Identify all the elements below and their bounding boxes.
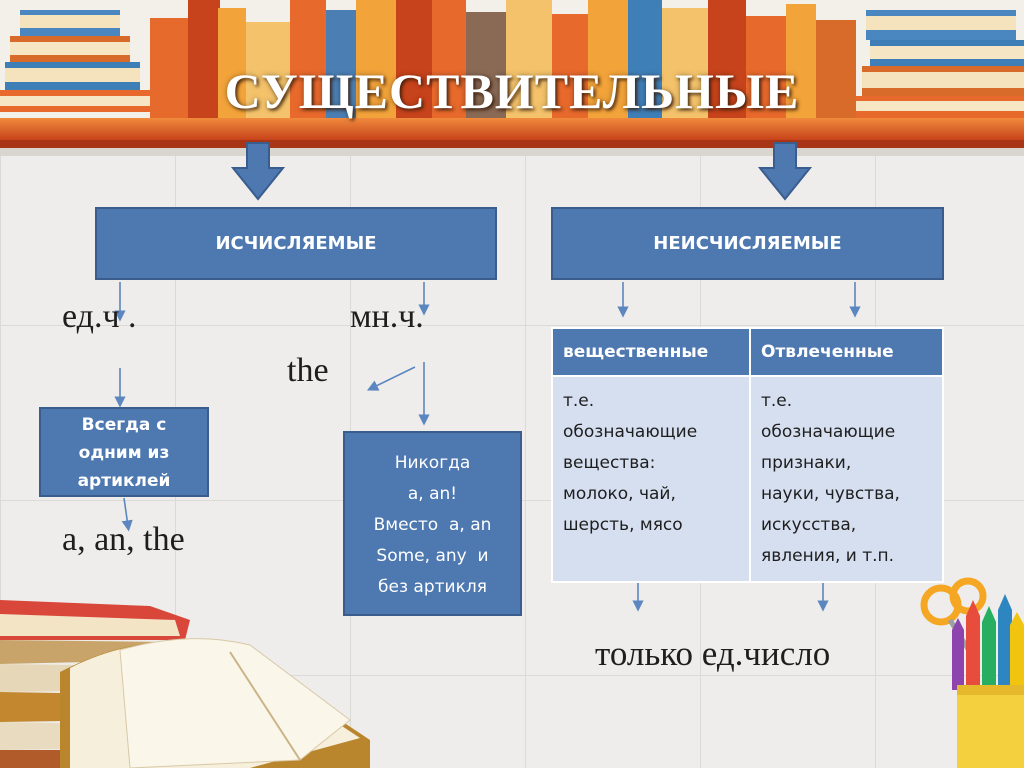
always-articles-box: Всегда с одним из артиклей: [39, 407, 209, 497]
arrow-box-articles: [121, 497, 133, 532]
never-articles-box: Никогда a, an! Вместо a, an Some, any и …: [343, 431, 522, 616]
material-line-4: молоко, чай,: [563, 484, 676, 504]
always-box-line-2: одним из: [78, 443, 170, 463]
material-line-3: вещества:: [563, 453, 656, 473]
books-shelf-icon: [0, 0, 1024, 156]
big-arrow-left: [230, 142, 286, 201]
uncountable-header: НЕИСЧИСЛЯЕМЫЕ: [551, 207, 944, 280]
articles-label: a, an, the: [62, 521, 185, 558]
arrow-to-the: [366, 366, 416, 391]
material-line-5: шерсть, мясо: [563, 515, 683, 535]
countable-header: ИСЧИСЛЯЕМЫЕ: [95, 207, 497, 280]
the-label: the: [287, 352, 329, 389]
abstract-line-3: признаки,: [761, 453, 852, 473]
plural-label: мн.ч.: [350, 298, 424, 335]
table-header-abstract: Отвлеченные: [749, 327, 944, 377]
never-box-line-2: a, an!: [407, 484, 458, 504]
abstract-line-6: явления, и т.п.: [761, 546, 895, 566]
always-box-line-1: Всегда с: [81, 415, 167, 435]
never-box-line-1: Никогда: [394, 453, 471, 473]
uncountable-table: вещественные Отвлеченные т.е. обозначающ…: [551, 327, 944, 583]
material-line-2: обозначающие: [563, 422, 698, 442]
table-header-row: вещественные Отвлеченные: [551, 327, 944, 377]
never-box-line-3: Вместо a, an: [373, 515, 492, 535]
abstract-line-2: обозначающие: [761, 422, 896, 442]
never-box-line-5: без артикля: [378, 577, 487, 597]
always-box-line-3: артиклей: [77, 471, 171, 491]
material-line-1: т.е.: [563, 391, 595, 411]
table-cell-abstract: т.е. обозначающие признаки, науки, чувст…: [749, 375, 944, 583]
abstract-line-5: искусства,: [761, 515, 857, 535]
never-box-line-4: Some, any и: [376, 546, 489, 566]
table-header-material: вещественные: [551, 327, 751, 377]
singular-label: ед.ч .: [62, 298, 137, 335]
abstract-line-4: науки, чувства,: [761, 484, 900, 504]
only-singular-label: только ед.число: [595, 634, 831, 673]
table-row: т.е. обозначающие вещества: молоко, чай,…: [551, 375, 944, 583]
slide-title: СУЩЕСТВИТЕЛЬНЫЕ: [224, 63, 800, 119]
table-cell-material: т.е. обозначающие вещества: молоко, чай,…: [551, 375, 751, 583]
abstract-line-1: т.е.: [761, 391, 793, 411]
big-arrow-right: [757, 142, 813, 201]
